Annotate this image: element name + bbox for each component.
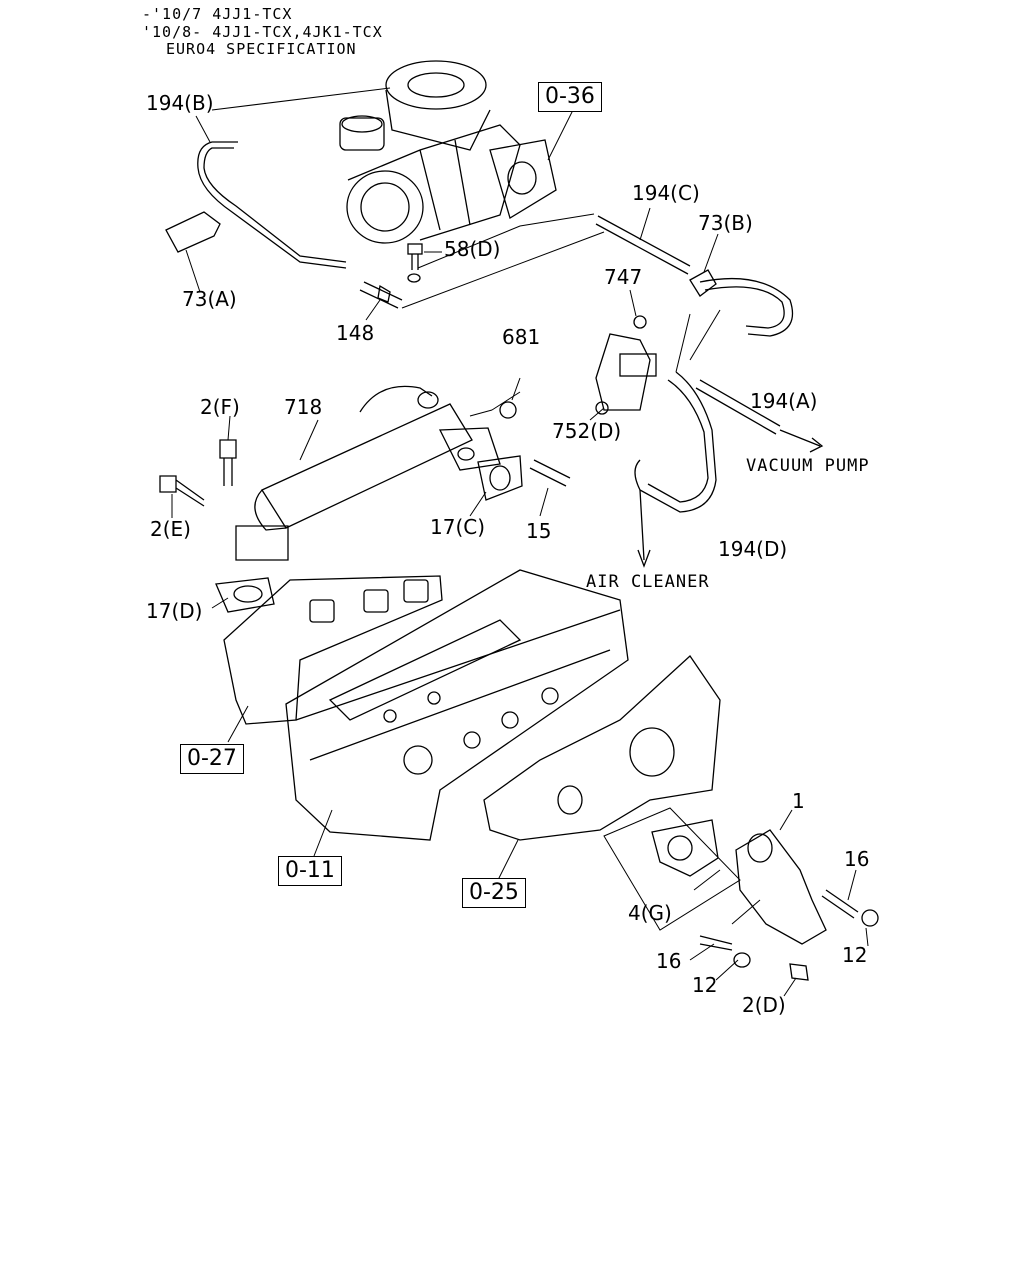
header-line-1: -'10/7 4JJ1-TCX: [142, 5, 293, 23]
ref-box-0-27[interactable]: 0-27: [180, 744, 244, 774]
label-12-right: 12: [842, 943, 868, 967]
label-15: 15: [526, 519, 552, 543]
label-73b: 73(B): [698, 211, 753, 235]
label-1: 1: [792, 789, 805, 813]
header-line-2: '10/8- 4JJ1-TCX,4JK1-TCX: [142, 23, 383, 41]
label-2e: 2(E): [150, 517, 191, 541]
label-681: 681: [502, 325, 541, 349]
vacuum-arrow: [779, 429, 824, 453]
label-2f: 2(F): [200, 395, 240, 419]
label-747: 747: [604, 265, 643, 289]
header-line-3: EURO4 SPECIFICATION: [166, 40, 357, 58]
label-16-lower: 16: [656, 949, 682, 973]
hose-194a: [695, 379, 781, 435]
vacuum-pump-note: VACUUM PUMP: [746, 456, 870, 476]
label-73a: 73(A): [182, 287, 237, 311]
label-194b: 194(B): [146, 91, 214, 115]
exhaust-manifold-drawing: [223, 575, 443, 725]
ref-box-0-25[interactable]: 0-25: [462, 878, 526, 908]
label-148: 148: [336, 321, 375, 345]
label-12-lower: 12: [692, 973, 718, 997]
turbocharger-drawing: [339, 60, 557, 244]
label-17d: 17(D): [146, 599, 203, 623]
label-4g: 4(G): [628, 901, 672, 925]
label-2d: 2(D): [742, 993, 786, 1017]
label-718: 718: [284, 395, 323, 419]
label-16-upper: 16: [844, 847, 870, 871]
label-194d: 194(D): [718, 537, 788, 561]
ref-box-0-11[interactable]: 0-11: [278, 856, 342, 886]
air-cleaner-note: AIR CLEANER: [586, 572, 710, 592]
egr-cooler-drawing: [261, 403, 473, 529]
intake-manifold-drawing: [483, 655, 721, 841]
label-752d: 752(D): [552, 419, 622, 443]
egr-valve-drawing: [735, 829, 827, 945]
label-194a: 194(A): [750, 389, 818, 413]
cylinder-head-drawing: [285, 569, 629, 841]
label-17c: 17(C): [430, 515, 486, 539]
label-58d: 58(D): [444, 237, 501, 261]
hose-194c: [595, 215, 691, 275]
hose-194b: [197, 141, 347, 269]
air-cleaner-arrow: [637, 489, 651, 568]
ref-box-0-36[interactable]: 0-36: [538, 82, 602, 112]
label-194c: 194(C): [632, 181, 700, 205]
